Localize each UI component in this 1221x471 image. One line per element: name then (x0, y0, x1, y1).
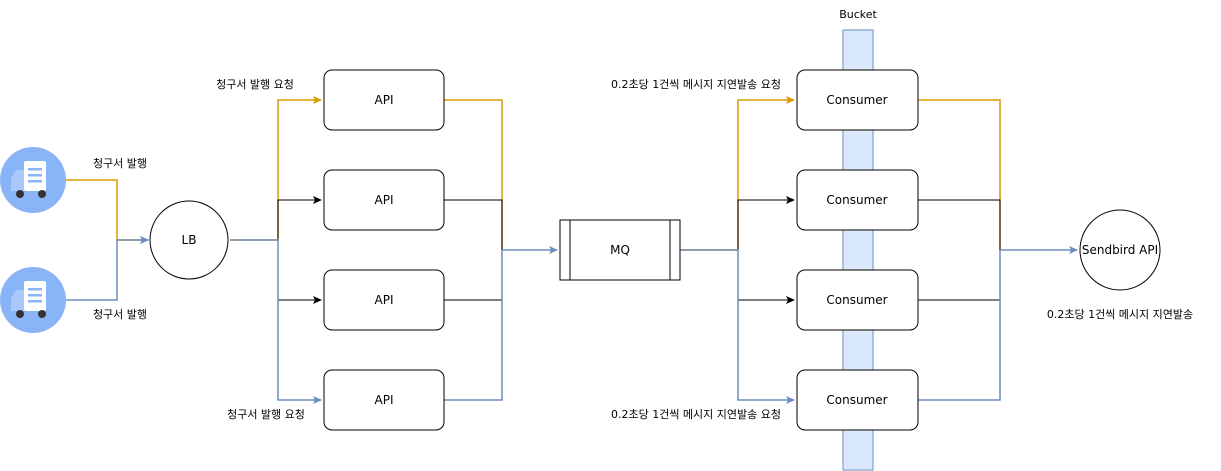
label-client-bottom: 청구서 발행 (93, 308, 147, 321)
edge-consumer-3-to-sendbird (918, 250, 1001, 301)
edge-api-4-to-mq (444, 250, 503, 401)
consumer-label: Consumer (826, 293, 887, 307)
edge-mq-to-consumer-1 (680, 96, 795, 251)
truck-icon (11, 161, 46, 198)
mq-node: MQ (559, 219, 681, 281)
label-client-top: 청구서 발행 (93, 157, 147, 170)
edge-mq-to-consumer-2 (737, 196, 795, 250)
edge-lb-to-api-3 (277, 240, 322, 304)
edge-api-1-to-mq (444, 99, 503, 250)
edge-lb-to-api-2 (277, 196, 322, 240)
api-label: API (375, 393, 394, 407)
client-truck-top (0, 147, 66, 213)
consumer-node-1: Consumer (796, 69, 919, 131)
consumer-label: Consumer (826, 193, 887, 207)
bucket-label: Bucket (839, 8, 877, 21)
consumer-label: Consumer (826, 93, 887, 107)
edge-api-2-to-mq (444, 199, 503, 250)
consumer-node-4: Consumer (796, 369, 919, 431)
consumer-node-2: Consumer (796, 169, 919, 231)
api-node-2: API (323, 169, 445, 231)
edge-lb-to-api-1 (230, 96, 322, 241)
api-node-3: API (323, 269, 445, 331)
lb-node: LB (149, 200, 229, 280)
truck-icon (11, 281, 46, 318)
api-label: API (375, 293, 394, 307)
api-node-4: API (323, 369, 445, 431)
sendbird-label: Sendbird API (1082, 243, 1158, 257)
mq-label: MQ (610, 243, 630, 257)
label-sendbird-note: 0.2초당 1건씩 메시지 지연발송 (1047, 308, 1193, 321)
lb-label: LB (182, 233, 197, 247)
edge-lb-to-api-4 (230, 239, 322, 404)
label-consumer-request-top: 0.2초당 1건씩 메시지 지연발송 요청 (611, 78, 781, 91)
edge-mq-to-consumer-3 (737, 250, 795, 304)
edge-consumer-2-to-sendbird (918, 199, 1001, 250)
consumer-label: Consumer (826, 393, 887, 407)
api-node-1: API (323, 69, 445, 131)
consumer-node-3: Consumer (796, 269, 919, 331)
label-consumer-request-bottom: 0.2초당 1건씩 메시지 지연발송 요청 (611, 408, 781, 421)
edge-consumer-4-to-sendbird (918, 250, 1001, 401)
edge-client-bottom-to-lb (65, 236, 149, 301)
edge-mq-to-consumer-4 (680, 249, 795, 404)
label-api-request-bottom: 청구서 발행 요청 (227, 408, 305, 421)
api-label: API (375, 93, 394, 107)
api-label: API (375, 193, 394, 207)
edge-api-3-to-mq (444, 250, 503, 301)
label-api-request-top: 청구서 발행 요청 (216, 78, 294, 91)
edge-client-top-to-lb (65, 179, 149, 244)
edge-consumer-1-to-sendbird (918, 99, 1001, 250)
client-truck-bottom (0, 267, 66, 333)
sendbird-node: Sendbird API (1079, 209, 1161, 291)
